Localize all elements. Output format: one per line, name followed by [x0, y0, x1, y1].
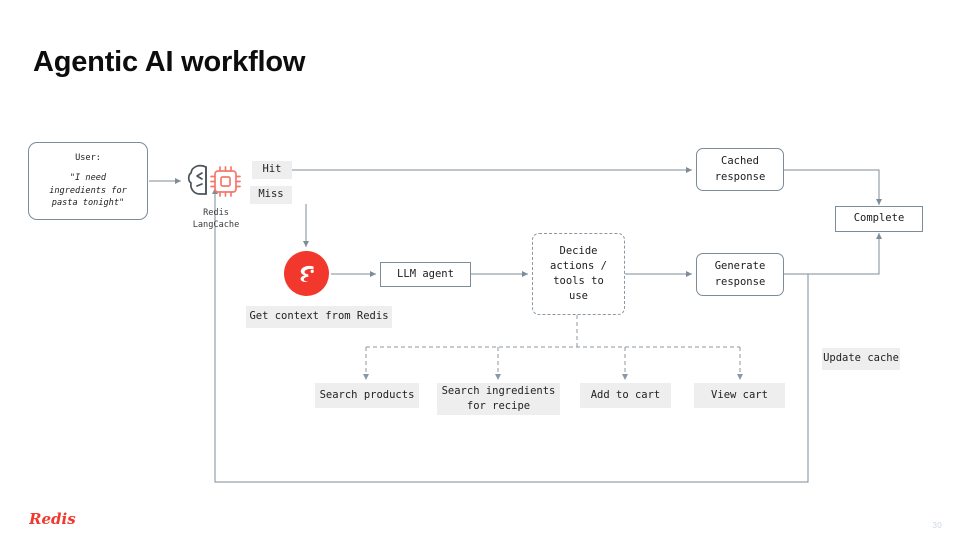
tool-chip-add-to-cart: Add to cart — [580, 383, 671, 408]
complete-node: Complete — [835, 206, 923, 232]
svg-text:Redis: Redis — [29, 510, 76, 528]
decide-actions-node: Decide actions / tools to use — [532, 233, 625, 315]
branch-label-miss: Miss — [250, 186, 292, 204]
brain-icon — [187, 164, 207, 195]
cached-response-node: Cached response — [696, 148, 784, 191]
user-label: User: — [75, 152, 101, 163]
generate-response-node: Generate response — [696, 253, 784, 296]
redis-wordmark-logo: Redis — [28, 508, 91, 530]
get-context-label: Get context from Redis — [246, 306, 392, 328]
chip-icon — [210, 166, 241, 197]
page-number: 30 — [932, 521, 942, 530]
llm-agent-node: LLM agent — [380, 262, 471, 287]
tool-chip-search-products: Search products — [315, 383, 419, 408]
langcache-caption: Redis LangCache — [192, 208, 240, 231]
branch-label-hit: Hit — [252, 161, 292, 179]
redis-logo-icon — [284, 251, 329, 296]
user-quote-text: "I need ingredients for pasta tonight" — [49, 172, 127, 209]
user-query-box: User: "I need ingredients for pasta toni… — [28, 142, 148, 220]
tool-chip-search-ingredients: Search ingredients for recipe — [437, 383, 560, 415]
redis-langcache-icon — [186, 160, 244, 204]
update-cache-label: Update cache — [822, 348, 900, 370]
tool-chip-view-cart: View cart — [694, 383, 785, 408]
page-title: Agentic AI workflow — [33, 46, 306, 78]
